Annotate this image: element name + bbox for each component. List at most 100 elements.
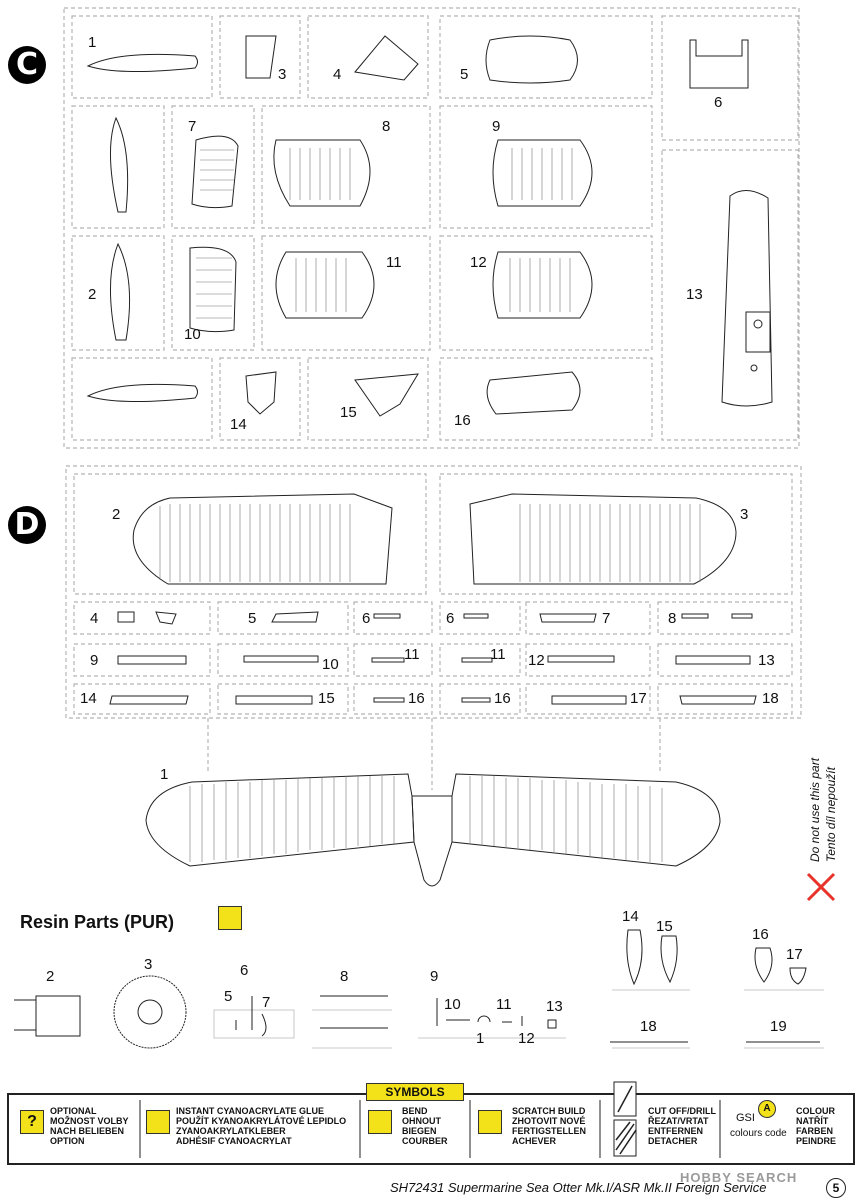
optional-cz: MOŽNOST VOLBY xyxy=(50,1116,129,1126)
gsi-badge-icon: A xyxy=(758,1100,776,1118)
cut-text: CUT OFF/DRILL ŘEZAT/VRTAT ENTFERNEN DETA… xyxy=(648,1106,716,1146)
d-label-3: 3 xyxy=(740,506,749,523)
scratch-en: SCRATCH BUILD xyxy=(512,1106,586,1116)
resin-glue-icon xyxy=(218,906,242,930)
resin-label-8: 8 xyxy=(340,968,349,985)
d-label-6b: 6 xyxy=(446,610,455,627)
bend-icon xyxy=(368,1110,392,1134)
glue-cz: POUŽÍT KYANOAKRYLÁTOVÉ LEPIDLO xyxy=(176,1116,347,1126)
c-label-8: 8 xyxy=(382,118,391,135)
optional-de: NACH BELIEBEN xyxy=(50,1126,125,1136)
d-label-8: 8 xyxy=(668,610,677,627)
do-not-use-note-cz: Tento díl nepoužít xyxy=(824,767,838,862)
scratch-fr: ACHEVER xyxy=(512,1136,557,1146)
resin-label-7: 7 xyxy=(262,994,271,1011)
d-label-6a: 6 xyxy=(362,610,371,627)
d-label-12: 12 xyxy=(528,652,545,669)
resin-label-1: 1 xyxy=(476,1030,485,1047)
footer-title: SH72431 Supermarine Sea Otter Mk.I/ASR M… xyxy=(390,1180,767,1195)
resin-label-10: 10 xyxy=(444,996,461,1013)
d-label-15: 15 xyxy=(318,690,335,707)
hobby-search-watermark: HOBBY SEARCH xyxy=(680,1170,798,1185)
colour-cz: NATŘÍT xyxy=(796,1116,829,1126)
c-label-12: 12 xyxy=(470,254,487,271)
colour-text: COLOUR NATŘÍT FARBEN PEINDRE xyxy=(796,1106,836,1146)
do-not-use-x xyxy=(806,872,836,902)
page-number: 5 xyxy=(826,1178,846,1198)
resin-label-17: 17 xyxy=(786,946,803,963)
d-label-18: 18 xyxy=(762,690,779,707)
c-label-13: 13 xyxy=(686,286,703,303)
d-label-9: 9 xyxy=(90,652,99,669)
d-label-5: 5 xyxy=(248,610,257,627)
cut-cz: ŘEZAT/VRTAT xyxy=(648,1116,709,1126)
d-label-13: 13 xyxy=(758,652,775,669)
glue-icon xyxy=(146,1110,170,1134)
resin-label-2: 2 xyxy=(46,968,55,985)
resin-label-11: 11 xyxy=(496,996,512,1013)
c-label-1: 1 xyxy=(88,34,97,51)
bend-de: BIEGEN xyxy=(402,1126,437,1136)
d-label-10: 10 xyxy=(322,656,339,673)
c-label-4: 4 xyxy=(333,66,342,83)
do-not-use-note: Do not use this part xyxy=(808,757,822,862)
d-label-16a: 16 xyxy=(408,690,425,707)
resin-label-15: 15 xyxy=(656,918,673,935)
bend-text: BEND OHNOUT BIEGEN COURBER xyxy=(402,1106,448,1146)
sheet-d-badge: D xyxy=(8,506,46,544)
resin-label-5: 5 xyxy=(224,988,233,1005)
resin-label-13: 13 xyxy=(546,998,563,1015)
bend-cz: OHNOUT xyxy=(402,1116,441,1126)
symbols-header: SYMBOLS xyxy=(366,1083,464,1101)
scratch-de: FERTIGSTELLEN xyxy=(512,1126,586,1136)
optional-fr: OPTION xyxy=(50,1136,85,1146)
optional-text: OPTIONAL MOŽNOST VOLBY NACH BELIEBEN OPT… xyxy=(50,1106,129,1146)
d-label-2: 2 xyxy=(112,506,121,523)
d-label-11a: 11 xyxy=(404,646,420,663)
resin-label-14: 14 xyxy=(622,908,639,925)
resin-label-16: 16 xyxy=(752,926,769,943)
d-label-16b: 16 xyxy=(494,690,511,707)
colour-en: COLOUR xyxy=(796,1106,835,1116)
d-label-4: 4 xyxy=(90,610,99,627)
colours-code-label: colours code xyxy=(730,1128,787,1139)
resin-title: Resin Parts (PUR) xyxy=(20,912,175,932)
d-label-11b: 11 xyxy=(490,646,506,663)
glue-de: ZYANOAKRYLATKLEBER xyxy=(176,1126,286,1136)
scratch-cz: ZHOTOVIT NOVÉ xyxy=(512,1116,586,1126)
glue-en: INSTANT CYANOACRYLATE GLUE xyxy=(176,1106,325,1116)
d-label-1: 1 xyxy=(160,766,169,783)
gsi-label: GSI xyxy=(736,1112,755,1124)
scratch-text: SCRATCH BUILD ZHOTOVIT NOVÉ FERTIGSTELLE… xyxy=(512,1106,586,1146)
c-label-10: 10 xyxy=(184,326,201,343)
optional-en: OPTIONAL xyxy=(50,1106,97,1116)
c-label-2: 2 xyxy=(88,286,97,303)
d-label-14: 14 xyxy=(80,690,97,707)
c-label-6: 6 xyxy=(714,94,723,111)
c-label-15: 15 xyxy=(340,404,357,421)
colour-fr: PEINDRE xyxy=(796,1136,837,1146)
c-label-7: 7 xyxy=(188,118,197,135)
bend-fr: COURBER xyxy=(402,1136,448,1146)
scratch-build-icon xyxy=(478,1110,502,1134)
c-label-3: 3 xyxy=(278,66,287,83)
c-label-14: 14 xyxy=(230,416,247,433)
cut-de: ENTFERNEN xyxy=(648,1126,704,1136)
optional-icon: ? xyxy=(20,1110,44,1134)
c-label-16: 16 xyxy=(454,412,471,429)
cut-en: CUT OFF/DRILL xyxy=(648,1106,716,1116)
bend-en: BEND xyxy=(402,1106,428,1116)
sheet-c-badge: C xyxy=(8,46,46,84)
c-label-5: 5 xyxy=(460,66,469,83)
c-label-11: 11 xyxy=(386,254,402,271)
resin-label-12: 12 xyxy=(518,1030,535,1047)
resin-label-6: 6 xyxy=(240,962,249,979)
d-label-7: 7 xyxy=(602,610,611,627)
resin-label-3: 3 xyxy=(144,956,153,973)
c-label-9: 9 xyxy=(492,118,501,135)
resin-label-18: 18 xyxy=(640,1018,657,1035)
d-label-17: 17 xyxy=(630,690,647,707)
resin-label-19: 19 xyxy=(770,1018,787,1035)
colour-de: FARBEN xyxy=(796,1126,834,1136)
